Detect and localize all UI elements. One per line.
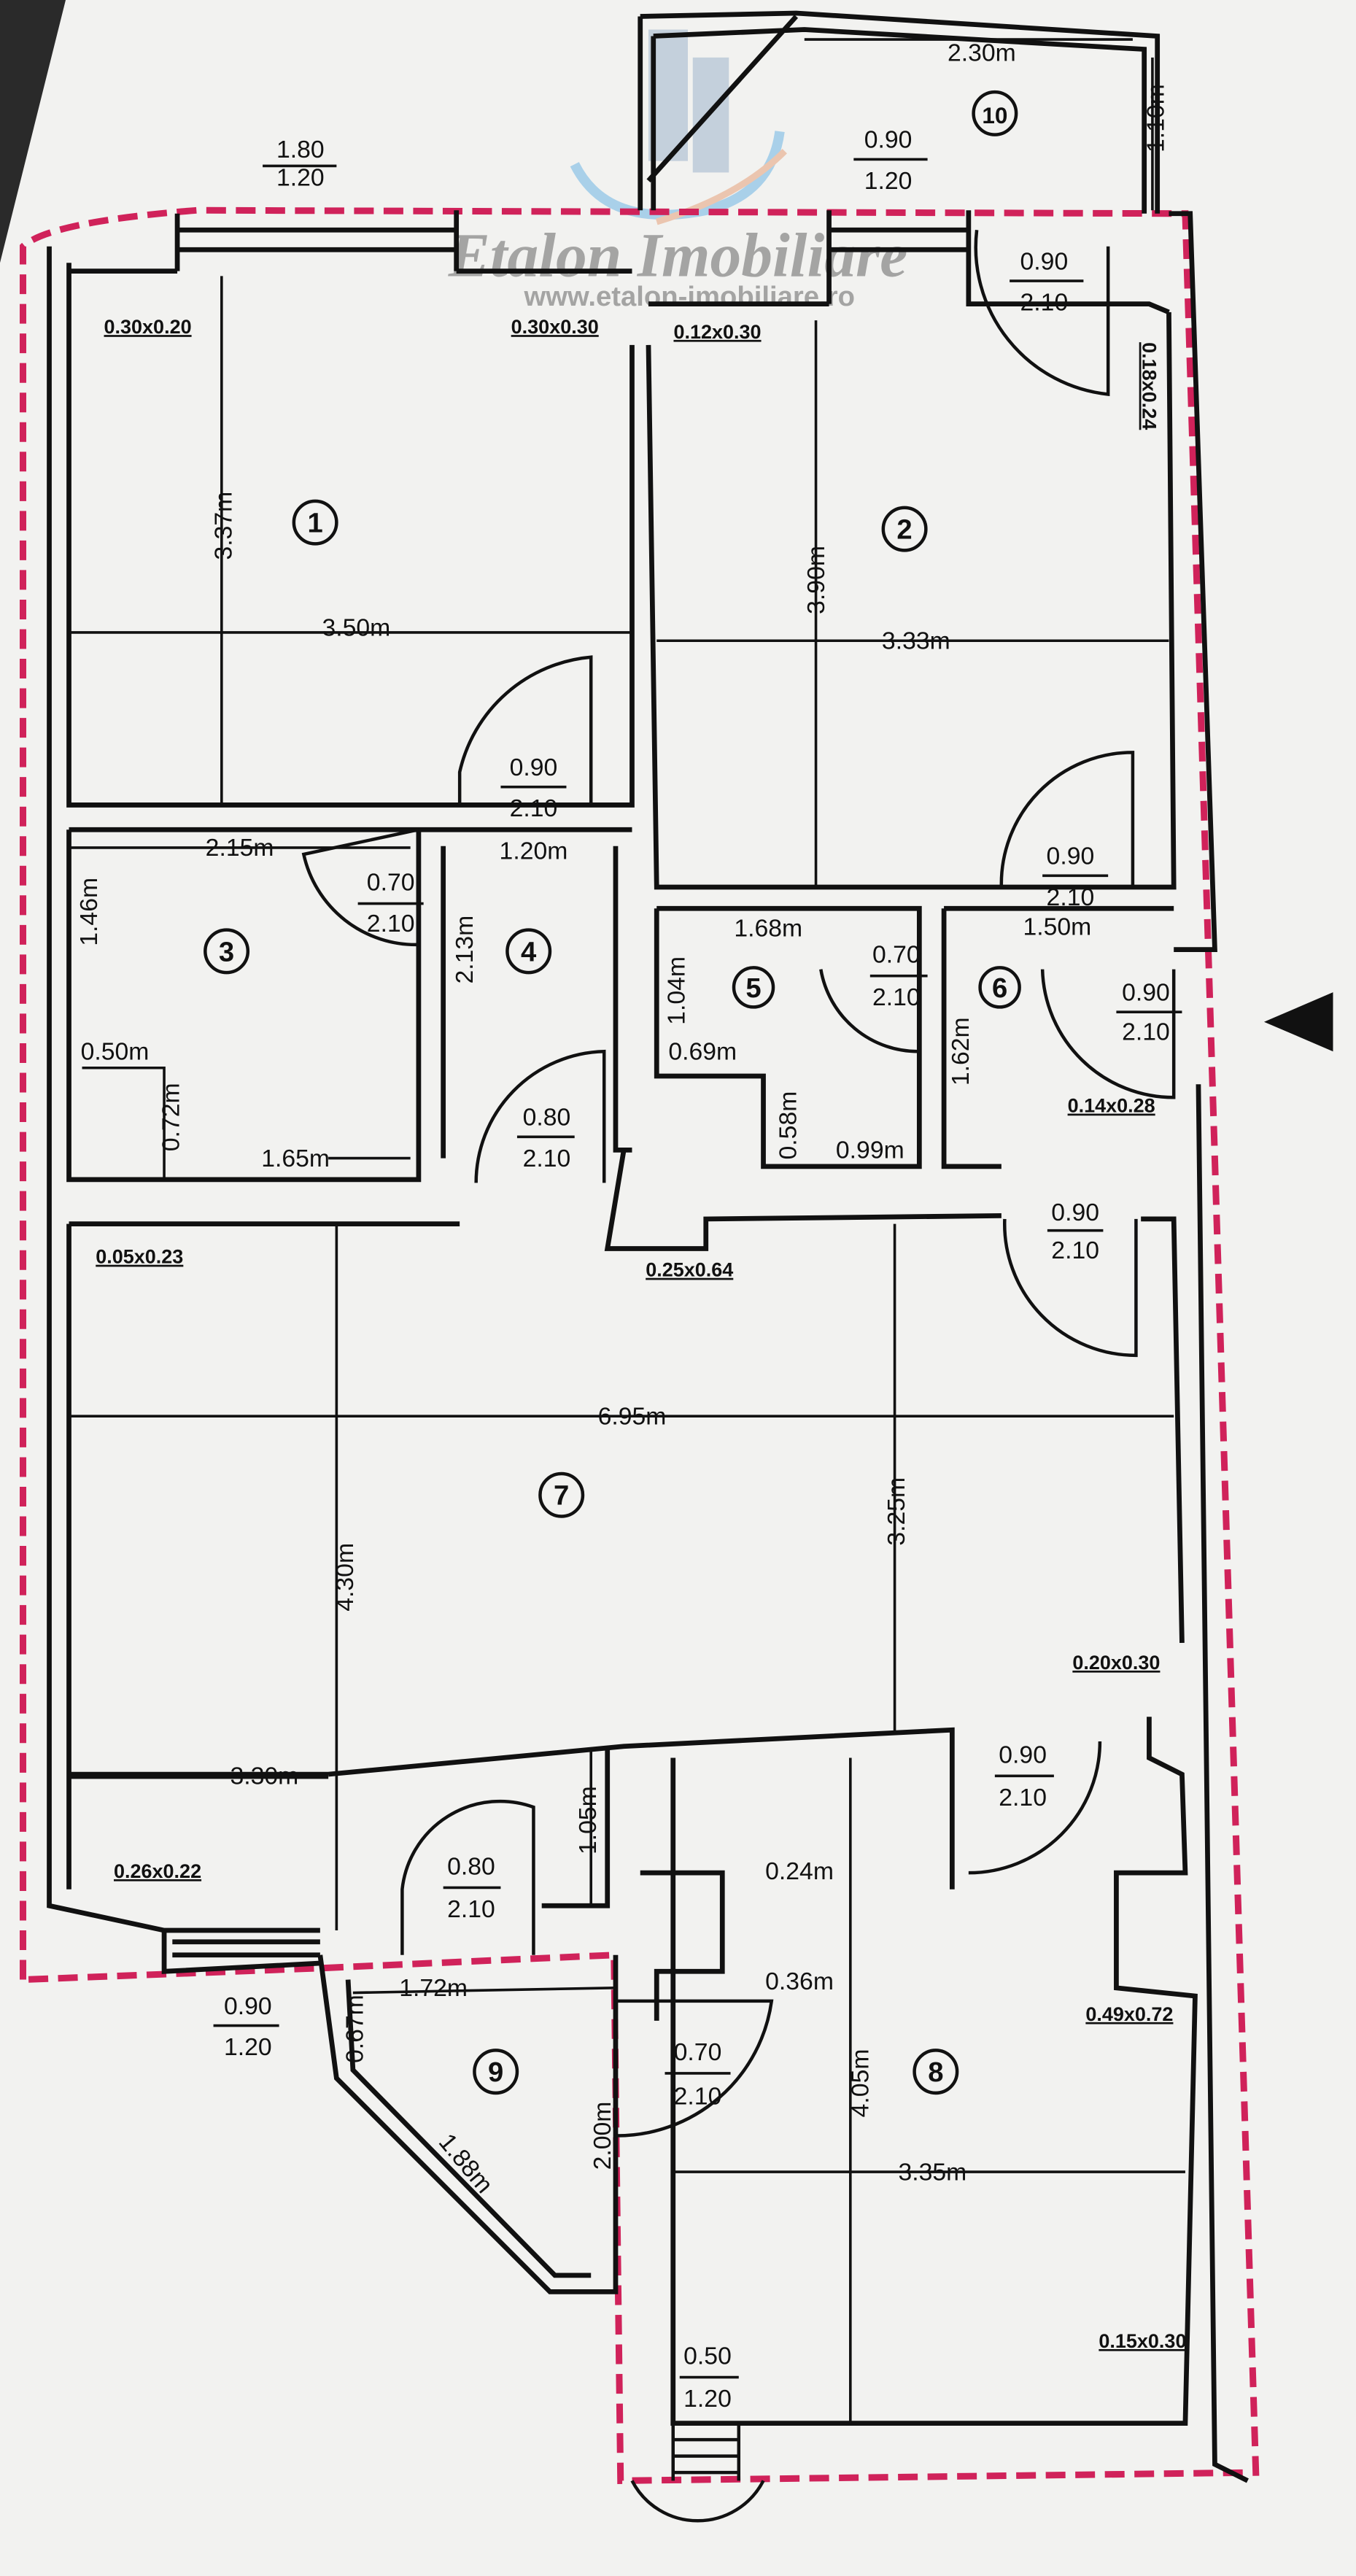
opening-width: 1.80	[276, 136, 325, 163]
dim: 2.13m	[451, 916, 479, 984]
opening-height: 2.10	[1020, 289, 1069, 317]
column-size: 0.14x0.28	[1068, 1095, 1155, 1117]
dim: 0.72m	[157, 1083, 185, 1151]
column-size: 0.25x0.64	[646, 1259, 733, 1281]
dim: 0.69m	[668, 1037, 737, 1065]
dim: 2.00m	[589, 2102, 616, 2170]
entrance-arrow-icon	[1263, 992, 1333, 1052]
opening-width: 0.90	[1051, 1199, 1099, 1226]
opening-width: 0.90	[1122, 978, 1170, 1006]
column-size: 0.26x0.22	[114, 1860, 201, 1882]
apartment-boundary	[20, 206, 1260, 2484]
column-size: 0.30x0.20	[104, 316, 192, 338]
room-9: 9	[488, 2057, 503, 2088]
dim: 0.24m	[765, 1857, 834, 1885]
dim: 1.05m	[574, 1786, 602, 1854]
door-swings	[301, 230, 1176, 2138]
dim: 0.36m	[765, 1968, 834, 1995]
room-2: 2	[896, 514, 912, 546]
opening-height: 2.10	[1051, 1237, 1099, 1264]
opening-height: 2.10	[367, 910, 415, 937]
opening-height: 2.10	[674, 2083, 722, 2111]
room-4: 4	[521, 936, 537, 967]
dim: 2.15m	[206, 834, 274, 862]
opening-height: 2.10	[999, 1784, 1047, 1811]
opening-width: 0.90	[224, 1992, 272, 2020]
dim: 4.05m	[847, 2049, 875, 2118]
column-labels: 0.30x0.20 0.30x0.30 0.12x0.30 0.18x0.24 …	[96, 316, 1186, 2352]
column-size: 0.05x0.23	[96, 1246, 183, 1268]
dim: 1.50m	[1023, 913, 1091, 940]
room-1: 1	[307, 508, 322, 539]
room-7: 7	[554, 1480, 569, 1512]
column-size: 0.18x0.24	[1138, 342, 1160, 430]
opening-width: 0.50	[683, 2342, 732, 2370]
dim: 3.50m	[322, 614, 390, 641]
dimension-lines	[69, 38, 1185, 2424]
dim: 3.37m	[209, 492, 237, 560]
room-8: 8	[928, 2057, 943, 2088]
opening-height: 1.20	[276, 163, 325, 191]
column-size: 0.12x0.30	[673, 321, 761, 343]
dim: 3.30m	[230, 1763, 298, 1790]
opening-height: 2.10	[510, 794, 558, 822]
dim: 1.10m	[1142, 84, 1170, 152]
dim: 0.50m	[81, 1037, 150, 1065]
opening-width: 0.80	[447, 1852, 495, 1880]
room-10: 10	[982, 102, 1007, 128]
dim: 0.99m	[836, 1137, 904, 1164]
opening-width: 0.70	[674, 2038, 722, 2066]
opening-width: 0.80	[523, 1104, 571, 1132]
column-size: 0.20x0.30	[1072, 1652, 1160, 1674]
column-size: 0.15x0.30	[1099, 2330, 1186, 2352]
room-5: 5	[745, 972, 761, 1004]
dim: 0.58m	[775, 1091, 802, 1160]
opening-width: 0.90	[999, 1741, 1047, 1768]
opening-height: 2.10	[447, 1895, 495, 1923]
opening-height: 2.10	[1047, 883, 1095, 911]
opening-width: 0.70	[872, 941, 921, 969]
opening-width: 0.90	[510, 754, 558, 781]
dim: 1.68m	[734, 915, 802, 943]
dim: 1.20m	[500, 838, 568, 865]
watermark-logo	[570, 29, 787, 225]
room-6: 6	[992, 972, 1007, 1004]
opening-height: 1.20	[864, 167, 913, 195]
dim: 3.90m	[802, 546, 830, 614]
opening-width: 0.90	[1020, 247, 1069, 275]
dim: 1.65m	[261, 1145, 330, 1172]
dim: 0.67m	[341, 1995, 368, 2063]
dim: 1.72m	[399, 1974, 468, 2002]
background-edge	[0, 0, 66, 263]
opening-height: 2.10	[872, 983, 921, 1011]
opening-height: 1.20	[224, 2033, 272, 2061]
dim: 2.30m	[948, 39, 1016, 66]
room-3: 3	[219, 936, 234, 967]
room-labels	[204, 90, 1021, 2095]
watermark-url: www.etalon-imobiliare.ro	[524, 281, 855, 312]
dim: 6.95m	[598, 1402, 667, 1430]
dim: 3.33m	[882, 627, 950, 654]
column-size: 0.49x0.72	[1085, 2003, 1173, 2025]
column-size: 0.30x0.30	[511, 316, 599, 338]
opening-labels: 1.801.20 0.901.20 0.902.10 0.902.10 0.70…	[224, 126, 1170, 2413]
opening-height: 2.10	[523, 1145, 571, 1172]
opening-height: 1.20	[683, 2385, 732, 2413]
opening-height: 2.10	[1122, 1018, 1170, 1045]
dim: 1.62m	[947, 1017, 975, 1086]
dim: 1.04m	[663, 956, 691, 1025]
opening-width: 0.90	[864, 126, 913, 154]
opening-width: 0.70	[367, 869, 415, 897]
dim: 1.46m	[75, 878, 103, 946]
dim: 4.30m	[331, 1543, 359, 1612]
dim: 3.35m	[898, 2158, 966, 2186]
dim: 3.25m	[883, 1477, 910, 1546]
dimension-labels: 2.30m 1.10m 3.37m 3.50m 3.90m 3.33m 2.15…	[75, 39, 1170, 2198]
opening-width: 0.90	[1047, 842, 1095, 870]
